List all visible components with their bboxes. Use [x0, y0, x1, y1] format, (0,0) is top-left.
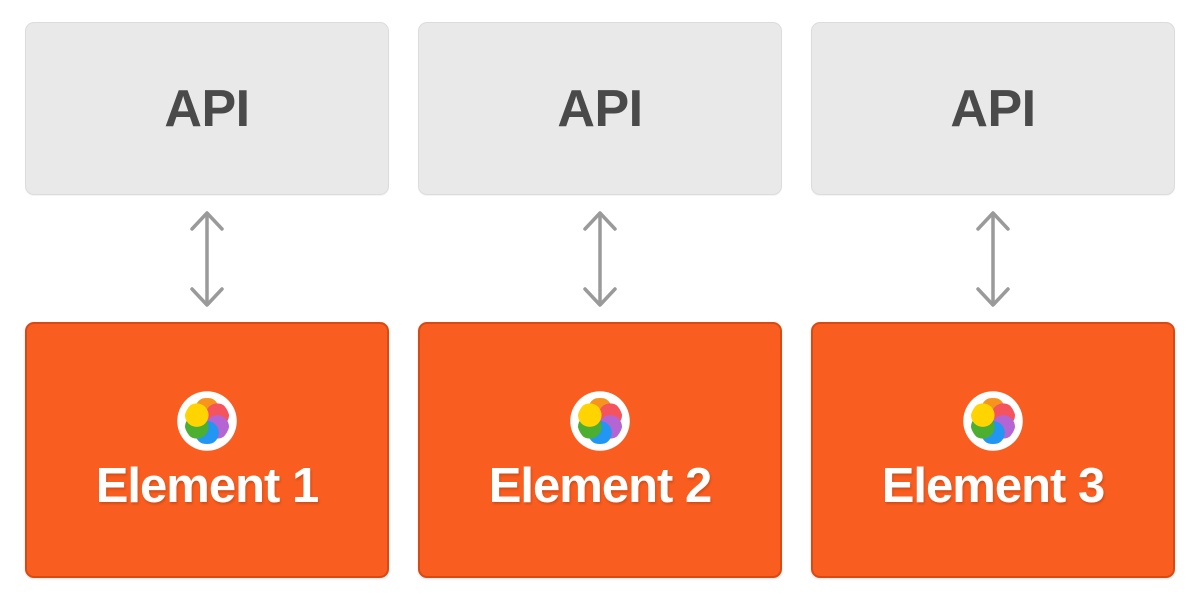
- double-headed-vertical-arrow-icon: [583, 210, 617, 307]
- element-card-3[interactable]: Element 3: [811, 322, 1175, 578]
- api-card-label: API: [557, 79, 643, 138]
- macos-spinner-icon: [570, 390, 630, 451]
- macos-spinner-icon: [963, 390, 1023, 451]
- connector-arrow-3: [963, 195, 1023, 322]
- element-card-1[interactable]: Element 1: [25, 322, 389, 578]
- double-headed-vertical-arrow-icon: [976, 210, 1010, 307]
- element-card-label: Element 3: [881, 458, 1105, 513]
- macos-spinner-icon: [177, 390, 237, 451]
- element-card-label: Element 2: [488, 458, 712, 513]
- api-card-2[interactable]: API: [418, 22, 782, 195]
- api-card-label: API: [950, 79, 1036, 138]
- api-card-3[interactable]: API: [811, 22, 1175, 195]
- diagram-column-3: API: [811, 0, 1175, 600]
- api-card-1[interactable]: API: [25, 22, 389, 195]
- connector-arrow-1: [177, 195, 237, 322]
- api-card-label: API: [164, 79, 250, 138]
- element-card-label: Element 1: [95, 458, 319, 513]
- connector-arrow-2: [570, 195, 630, 322]
- element-card-2[interactable]: Element 2: [418, 322, 782, 578]
- diagram-column-2: API: [418, 0, 782, 600]
- diagram-column-1: API: [25, 0, 389, 600]
- double-headed-vertical-arrow-icon: [190, 210, 224, 307]
